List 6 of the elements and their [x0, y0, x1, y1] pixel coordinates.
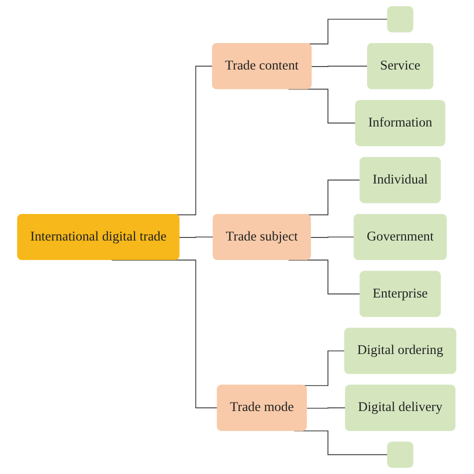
connector — [310, 236, 356, 238]
connector — [311, 66, 369, 67]
connector — [288, 88, 357, 124]
connector — [306, 407, 347, 409]
connector — [179, 236, 214, 238]
connector — [294, 430, 389, 456]
